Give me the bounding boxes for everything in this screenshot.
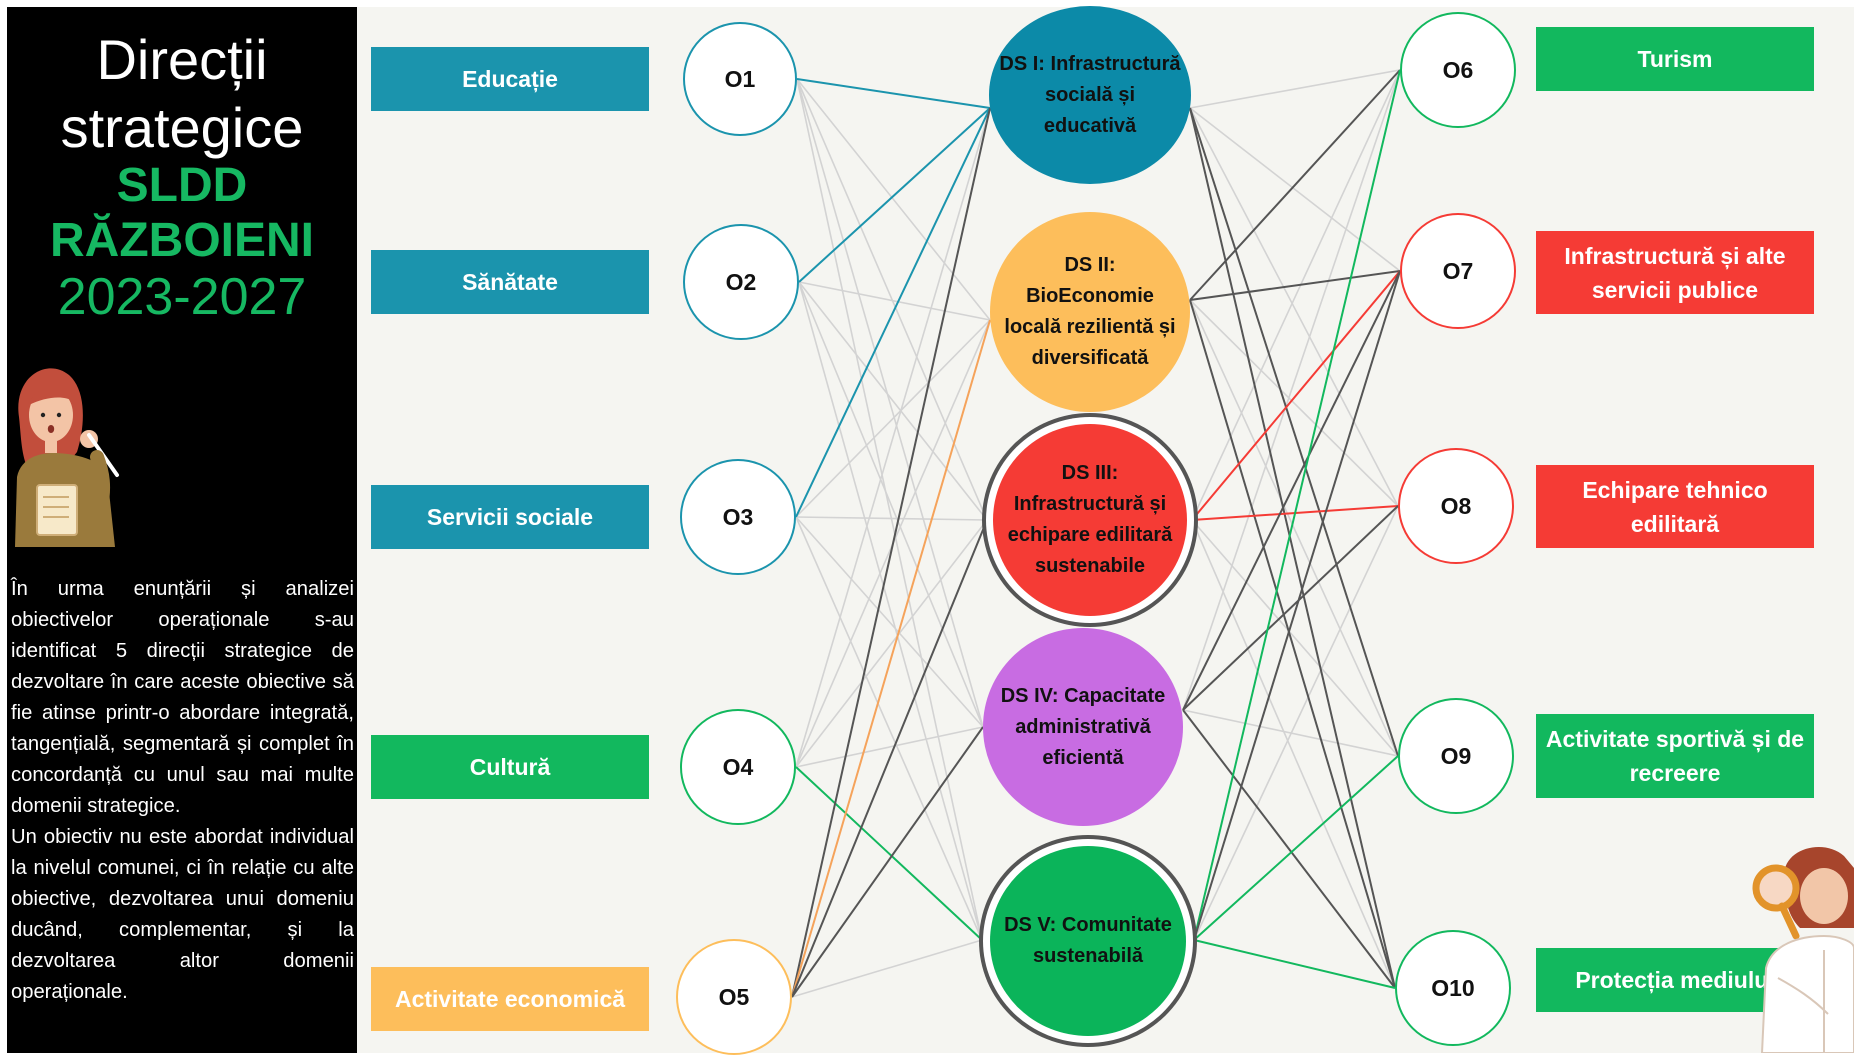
objective-node-o4: O4 — [680, 709, 796, 825]
link-o1-dsiv — [796, 78, 984, 728]
link-dsiii-o9 — [1191, 519, 1399, 757]
link-o3-dsi — [795, 107, 991, 518]
objective-node-o9: O9 — [1398, 698, 1514, 814]
objective-node-o8: O8 — [1398, 448, 1514, 564]
magnifier-woman-illustration — [1752, 847, 1854, 1053]
link-dsiii-o7 — [1191, 270, 1401, 521]
objective-node-o1: O1 — [683, 22, 797, 136]
link-o5-dsi — [791, 107, 991, 998]
domain-box-activitate-economica: Activitate economică — [371, 967, 649, 1031]
link-o1-dsi — [796, 78, 991, 109]
link-dsi-o10 — [1189, 107, 1396, 989]
domain-box-echipare-tehnico-edilitara: Echipare tehnico edilitară — [1536, 465, 1814, 548]
link-dsii-o7 — [1189, 270, 1401, 301]
link-o4-dsiii — [795, 519, 988, 768]
sidebar-panel: Direcții strategice SLDD RĂZBOIENI 2023-… — [7, 7, 357, 1053]
objective-node-o10: O10 — [1395, 930, 1511, 1046]
description-text: În urma enunțării și analizei obiectivel… — [11, 574, 354, 1008]
domain-box-educatie: Educație — [371, 47, 649, 111]
ds-circle-2: DS II: BioEconomie locală rezilientă și … — [990, 212, 1190, 412]
link-o4-dsv — [795, 766, 983, 941]
link-o2-dsiv — [798, 281, 984, 728]
link-dsiii-o6 — [1191, 69, 1401, 521]
title-line-4: RĂZBOIENI — [50, 214, 314, 267]
link-o2-dsiii — [798, 281, 988, 521]
title-line-2: strategice — [60, 96, 304, 159]
title-line-1: Direcții — [96, 28, 268, 91]
link-dsii-o9 — [1189, 299, 1399, 757]
description-paragraph-1: În urma enunțării și analizei obiectivel… — [11, 578, 354, 817]
domain-box-infrastructura-servicii: Infrastructură și alte servicii publice — [1536, 231, 1814, 314]
link-o1-dsii — [796, 78, 991, 321]
link-o3-dsii — [795, 319, 991, 518]
domain-box-cultura: Cultură — [371, 735, 649, 799]
domain-box-activitate-sportiva: Activitate sportivă și de recreere — [1536, 714, 1814, 798]
link-dsii-o6 — [1189, 69, 1401, 301]
link-o2-dsi — [798, 107, 991, 283]
link-dsv-o8 — [1193, 505, 1399, 941]
link-o2-dsv — [798, 281, 983, 941]
title-line-3: SLDD — [116, 159, 248, 212]
link-dsi-o9 — [1189, 107, 1399, 757]
link-o2-dsii — [798, 281, 991, 321]
link-o3-dsiii — [795, 516, 988, 521]
objective-node-o7: O7 — [1400, 213, 1516, 329]
link-dsii-o10 — [1189, 299, 1396, 989]
thinking-girl-illustration — [15, 368, 119, 547]
link-dsiv-o10 — [1182, 709, 1396, 989]
objective-node-o5: O5 — [676, 939, 792, 1055]
link-o5-dsiv — [791, 726, 984, 998]
domain-box-sanatate: Sănătate — [371, 250, 649, 314]
domain-box-turism: Turism — [1536, 27, 1814, 91]
link-dsi-o8 — [1189, 107, 1399, 507]
link-o5-dsii — [791, 319, 991, 998]
link-dsiv-o8 — [1182, 505, 1399, 711]
link-o4-dsiv — [795, 726, 984, 768]
domain-box-servicii-sociale: Servicii sociale — [371, 485, 649, 549]
link-o1-dsv — [796, 78, 983, 941]
ds-circle-1: DS I: Infrastructură socială și educativ… — [989, 6, 1191, 184]
link-dsiii-o10 — [1191, 519, 1396, 989]
objective-node-o3: O3 — [680, 459, 796, 575]
link-dsii-o8 — [1189, 299, 1399, 507]
link-dsiv-o6 — [1182, 69, 1401, 711]
link-o5-dsv — [791, 939, 983, 998]
link-o3-dsiv — [795, 516, 984, 728]
description-paragraph-2: Un obiectiv nu este abordat individual l… — [11, 826, 354, 1003]
link-dsi-o7 — [1189, 107, 1401, 272]
link-dsv-o7 — [1193, 270, 1401, 941]
ds-circle-4: DS IV: Capacitate administrativă eficien… — [983, 628, 1183, 826]
ds-circle-3: DS III: Infrastructură și echipare edili… — [993, 424, 1187, 616]
link-dsi-o6 — [1189, 69, 1401, 109]
link-o5-dsiii — [791, 519, 988, 998]
link-dsv-o9 — [1193, 755, 1399, 941]
title-years: 2023-2027 — [57, 268, 307, 326]
link-dsiv-o7 — [1182, 270, 1401, 711]
link-o4-dsi — [795, 107, 991, 768]
objective-node-o6: O6 — [1400, 12, 1516, 128]
link-o1-dsiii — [796, 78, 988, 521]
ds-circle-5: DS V: Comunitate sustenabilă — [990, 846, 1186, 1036]
link-o3-dsv — [795, 516, 983, 941]
link-dsv-o6 — [1193, 69, 1401, 941]
objective-node-o2: O2 — [683, 224, 799, 340]
link-dsv-o10 — [1193, 939, 1396, 989]
